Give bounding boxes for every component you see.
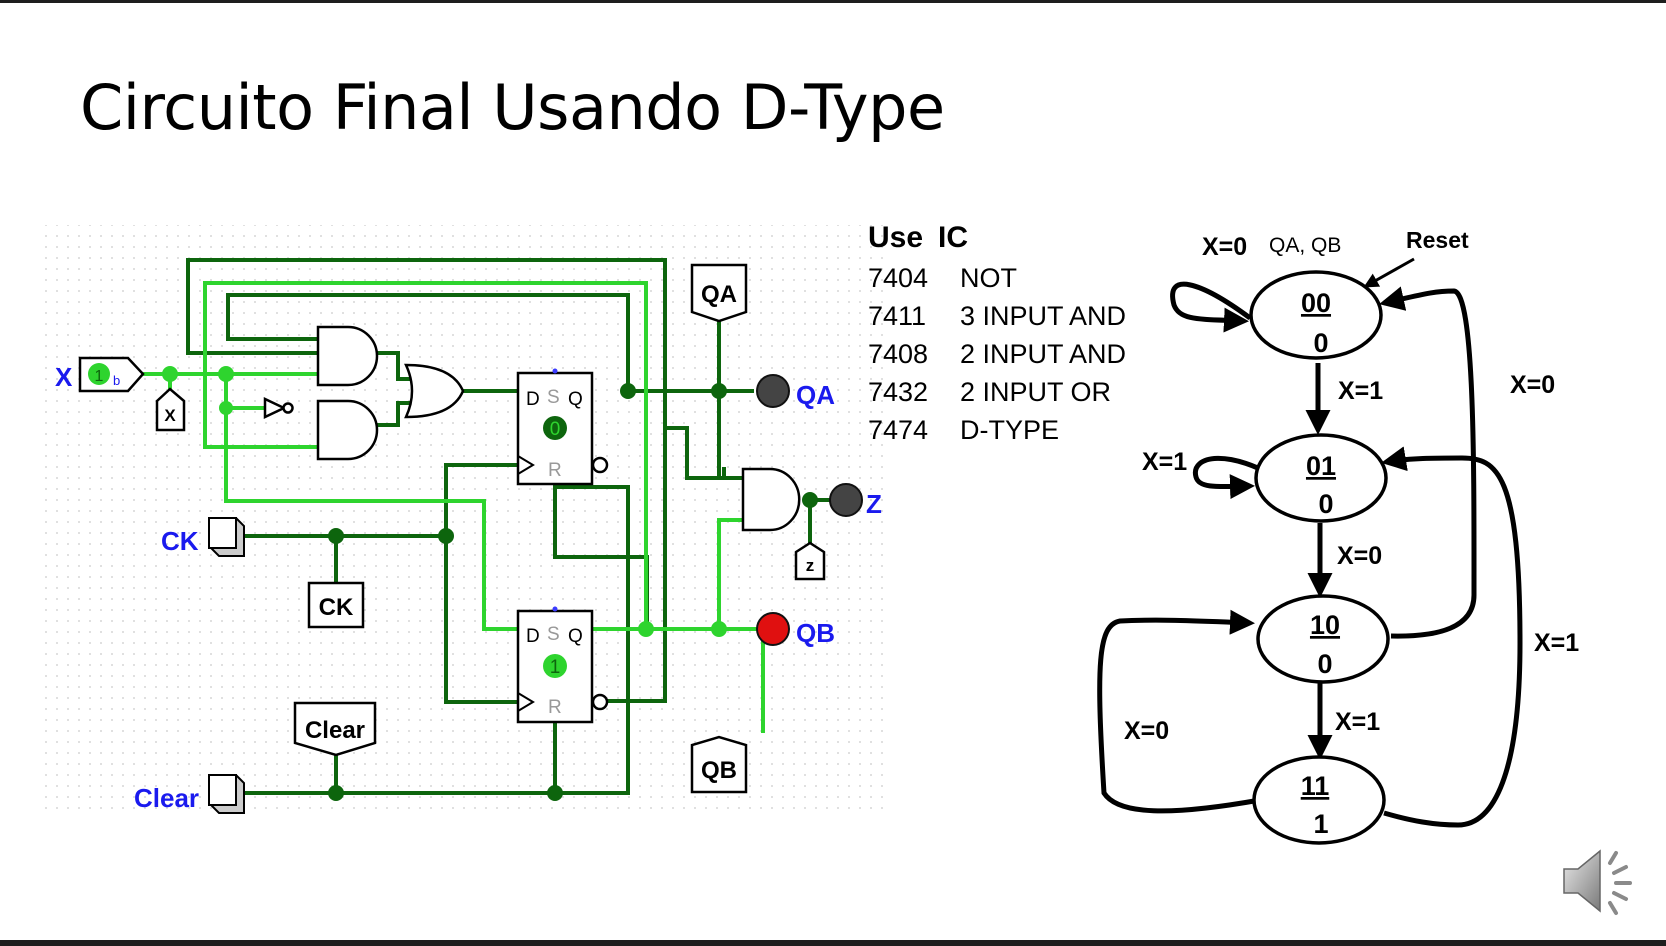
svg-text:1: 1	[1313, 809, 1328, 839]
ic-header-ic: IC	[938, 221, 968, 254]
not-gate	[263, 397, 287, 419]
flipflop-a: D S Q R 0	[516, 368, 609, 486]
led-z-label: Z	[866, 489, 882, 519]
svg-text:01: 01	[1306, 451, 1336, 481]
label-10-00: X=0	[1510, 371, 1555, 399]
label-00-01: X=1	[1338, 377, 1383, 405]
ffb-state: 1	[550, 657, 561, 678]
state-01: 01 0	[1254, 433, 1388, 523]
label-11-10: X=0	[1124, 717, 1169, 745]
label-00-00: X=0	[1202, 233, 1247, 261]
svg-text:0: 0	[1313, 328, 1328, 358]
input-x-label: X	[55, 362, 73, 392]
ffa-state: 0	[550, 419, 561, 440]
ic-table-header: Use IC	[868, 221, 1126, 263]
input-x-value: 1	[95, 368, 104, 385]
svg-text:00: 00	[1301, 288, 1331, 318]
state-diagram: QA, QB Reset X=0 X=1 X=1 X=0 X=1 X=	[1097, 227, 1579, 845]
reset-arrow	[1363, 257, 1415, 288]
svg-text:X: X	[164, 406, 176, 425]
reset-label: Reset	[1406, 227, 1469, 253]
ffb-r-pin: R	[548, 697, 562, 718]
clock-input[interactable]: CK	[161, 517, 245, 557]
or-gate	[404, 363, 465, 419]
ffb-q-pin: Q	[568, 626, 583, 647]
tunnel-qa: QA	[690, 263, 748, 323]
input-x-radix: b	[113, 373, 120, 388]
circuit-diagram: D S Q R 0 D S Q R 1	[40, 225, 888, 815]
label-10-11: X=1	[1335, 708, 1380, 736]
svg-text:10: 10	[1310, 610, 1340, 640]
state-legend: QA, QB	[1269, 234, 1341, 257]
and-gate-output	[741, 467, 801, 532]
led-z: Z	[829, 483, 882, 519]
svg-text:CK: CK	[319, 594, 354, 621]
slide: Circuito Final Usando D-Type	[0, 3, 1666, 940]
ffa-r-pin: R	[548, 460, 562, 481]
tunnel-ck: CK	[307, 581, 365, 629]
speaker-icon[interactable]	[1558, 841, 1648, 921]
ffb-d-pin: D	[526, 626, 540, 647]
label-01-01: X=1	[1142, 448, 1187, 476]
logic-gates	[263, 325, 801, 532]
wire-junctions	[162, 366, 818, 801]
input-x[interactable]: X 1 b	[55, 356, 145, 393]
transition-arrows	[1097, 281, 1523, 828]
ffa-s-pin: S	[547, 387, 560, 408]
svg-text:11: 11	[1301, 771, 1330, 801]
and-gate-top	[316, 325, 379, 387]
ffa-q-pin: Q	[568, 389, 583, 410]
svg-text:Clear: Clear	[305, 717, 365, 744]
clear-input[interactable]: Clear	[134, 774, 245, 814]
state-10: 10 0	[1256, 594, 1390, 684]
clear-input-label: Clear	[134, 783, 199, 813]
svg-text:z: z	[806, 556, 815, 575]
tunnel-z: z	[794, 541, 826, 581]
ffb-s-pin: S	[547, 624, 560, 645]
transition-labels: X=0 X=1 X=1 X=0 X=1 X=0 X=1 X=0	[1124, 233, 1579, 745]
tunnel-x: X	[155, 387, 186, 432]
tunnel-qb: QB	[690, 735, 748, 794]
ic-header-use: Use	[868, 221, 924, 254]
svg-text:0: 0	[1318, 489, 1333, 519]
flipflop-b: D S Q R 1	[516, 606, 609, 724]
svg-text:QB: QB	[701, 757, 737, 784]
led-qa: QA	[756, 374, 835, 410]
led-qb-label: QB	[796, 618, 835, 648]
slide-title: Circuito Final Usando D-Type	[80, 71, 945, 144]
ffa-d-pin: D	[526, 389, 540, 410]
state-11: 11 1	[1252, 755, 1386, 845]
and-gate-bottom	[316, 399, 379, 461]
led-qa-label: QA	[796, 380, 835, 410]
svg-text:QA: QA	[701, 281, 737, 308]
label-01-10: X=0	[1337, 542, 1382, 570]
tunnel-clear: Clear	[293, 701, 377, 757]
state-00: 00 0	[1249, 270, 1383, 360]
led-qb: QB	[756, 612, 835, 648]
svg-text:0: 0	[1317, 649, 1332, 679]
label-11-01: X=1	[1534, 629, 1579, 657]
clock-input-label: CK	[161, 526, 199, 556]
